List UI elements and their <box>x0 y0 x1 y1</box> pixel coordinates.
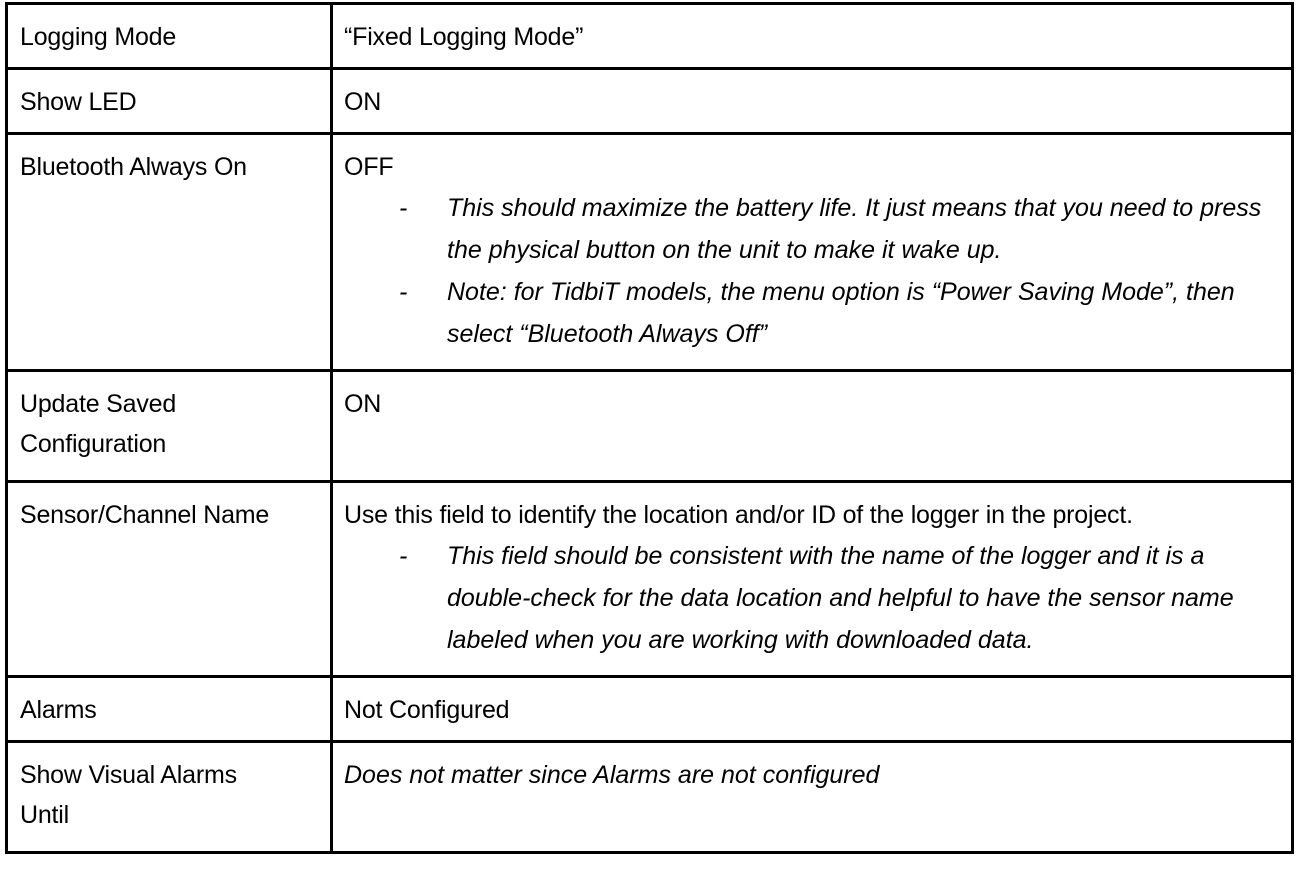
setting-label: Update Saved Configuration <box>20 390 177 458</box>
setting-label-cell: Logging Mode <box>5 2 333 70</box>
table-row: Show LED ON <box>5 67 1294 135</box>
setting-value: ON <box>344 88 382 116</box>
setting-value: Use this field to identify the location … <box>344 501 1133 529</box>
setting-label: Alarms <box>20 696 97 724</box>
bullet-dash-marker: - <box>399 542 408 570</box>
bullet-dash-marker: - <box>399 194 408 222</box>
setting-label: Sensor/Channel Name <box>20 501 270 529</box>
bullet-dash-marker: - <box>399 278 408 306</box>
setting-label-cell: Update Saved Configuration <box>5 369 333 483</box>
setting-value: ON <box>344 390 382 418</box>
table-row: Bluetooth Always On OFF - This should ma… <box>5 132 1294 372</box>
setting-value-cell: ON <box>330 67 1294 135</box>
setting-label-cell: Bluetooth Always On <box>5 132 333 372</box>
cell-spacer <box>344 424 1291 470</box>
setting-value: “Fixed Logging Mode” <box>344 23 584 51</box>
setting-label: Show Visual Alarms Until <box>20 761 237 829</box>
cell-spacer <box>344 795 1291 841</box>
note-text: Note: for TidbiT models, the menu option… <box>447 278 1235 348</box>
setting-label: Logging Mode <box>20 23 177 51</box>
setting-label-cell: Alarms <box>5 675 333 743</box>
setting-label: Show LED <box>20 88 137 116</box>
setting-value-cell: “Fixed Logging Mode” <box>330 2 1294 70</box>
setting-value: OFF <box>344 153 394 181</box>
setting-label-cell: Show LED <box>5 67 333 135</box>
table-row: Sensor/Channel Name Use this field to id… <box>5 480 1294 678</box>
table-row: Logging Mode “Fixed Logging Mode” <box>5 2 1294 70</box>
list-item: - This field should be consistent with t… <box>344 535 1291 661</box>
logger-settings-table: Logging Mode “Fixed Logging Mode” Show L… <box>5 2 1294 854</box>
setting-value-cell: ON <box>330 369 1294 483</box>
setting-value-cell: Not Configured <box>330 675 1294 743</box>
note-text: This field should be consistent with the… <box>447 542 1234 654</box>
list-item: - Note: for TidbiT models, the menu opti… <box>344 271 1291 355</box>
note-text: This should maximize the battery life. I… <box>447 194 1262 264</box>
setting-label: Bluetooth Always On <box>20 153 247 181</box>
setting-value: Does not matter since Alarms are not con… <box>344 761 880 789</box>
setting-value-cell: Does not matter since Alarms are not con… <box>330 740 1294 854</box>
table-row: Alarms Not Configured <box>5 675 1294 743</box>
setting-value-cell: Use this field to identify the location … <box>330 480 1294 678</box>
setting-notes-list: - This should maximize the battery life.… <box>344 187 1291 355</box>
setting-label-cell: Show Visual Alarms Until <box>5 740 333 854</box>
setting-value: Not Configured <box>344 696 510 724</box>
setting-label-cell: Sensor/Channel Name <box>5 480 333 678</box>
list-item: - This should maximize the battery life.… <box>344 187 1291 271</box>
setting-notes-list: - This field should be consistent with t… <box>344 535 1291 661</box>
table-row: Show Visual Alarms Until Does not matter… <box>5 740 1294 854</box>
table-row: Update Saved Configuration ON <box>5 369 1294 483</box>
setting-value-cell: OFF - This should maximize the battery l… <box>330 132 1294 372</box>
